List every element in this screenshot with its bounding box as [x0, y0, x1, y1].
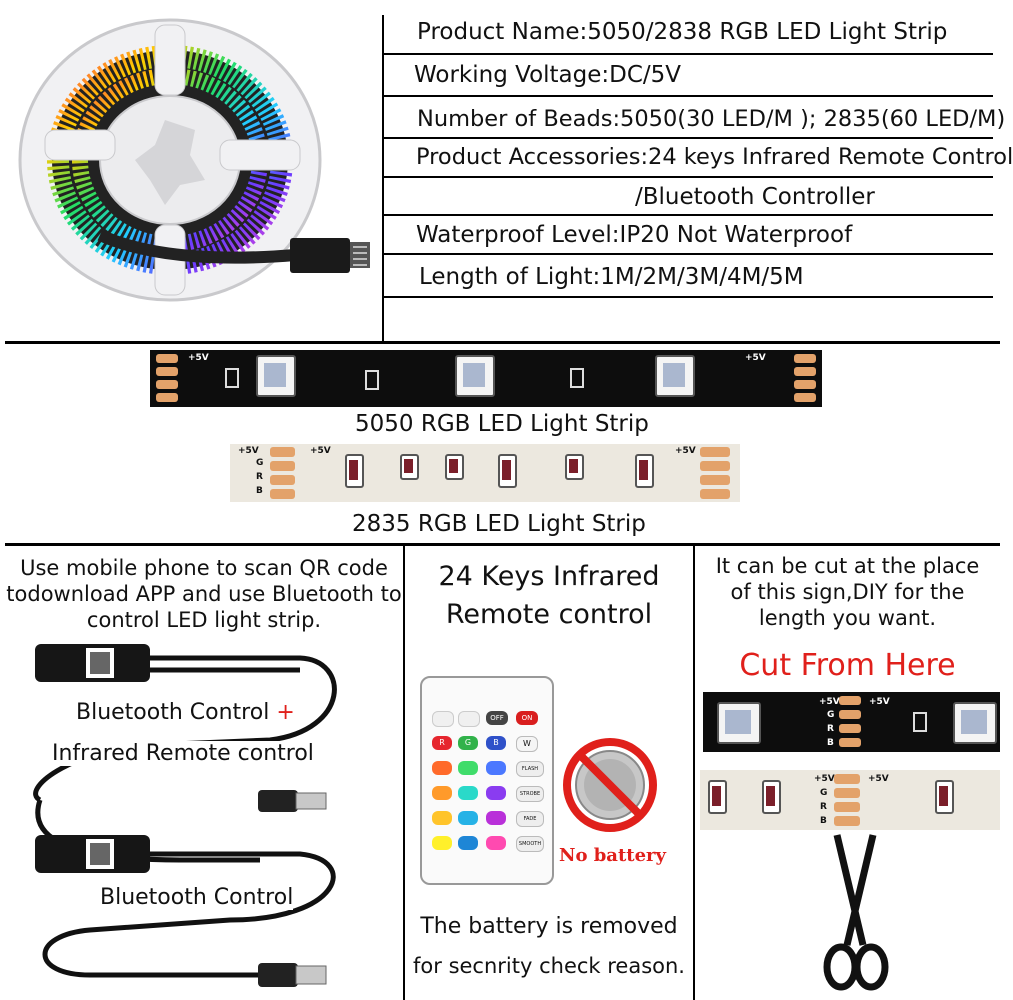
- remote-title-line2: Remote control: [445, 599, 653, 630]
- app-instructions: Use mobile phone to scan QR code todownl…: [6, 556, 402, 632]
- spec-line: [383, 137, 993, 139]
- battery-note-line1: The battery is removed: [420, 914, 678, 939]
- strip-2835-image: +5V G R B +5V +5V: [230, 444, 740, 502]
- section-divider: [5, 341, 1000, 344]
- strip-2835-label: 2835 RGB LED Light Strip: [352, 511, 646, 537]
- controller-cables-image: [33, 644, 337, 987]
- plus-sign: +: [276, 700, 295, 725]
- panel-divider: [403, 546, 405, 1000]
- label-infrared: Infrared Remote control: [52, 741, 314, 766]
- spec-voltage: Working Voltage:DC/5V: [414, 62, 682, 88]
- spec-accessories: Product Accessories:24 keys Infrared Rem…: [416, 144, 1013, 170]
- strip-5050-image: +5V +5V: [150, 350, 822, 407]
- strip-5050-label: 5050 RGB LED Light Strip: [355, 411, 649, 437]
- cut-instructions: It can be cut at the place of this sign,…: [715, 554, 980, 630]
- led-reel-image: [18, 18, 370, 302]
- remote-title-line1: 24 Keys Infrared: [438, 561, 660, 592]
- label-bluetooth-text: Bluetooth Control: [76, 700, 270, 725]
- spec-table-divider: [382, 15, 384, 341]
- spec-waterproof: Waterproof Level:IP20 Not Waterproof: [416, 222, 853, 248]
- spec-line: [383, 176, 993, 178]
- spec-line: [383, 214, 993, 216]
- section-divider: [5, 543, 1000, 546]
- spec-product-name: Product Name:5050/2838 RGB LED Light Str…: [417, 19, 948, 45]
- spec-line: [383, 95, 993, 97]
- no-battery-label: No battery: [559, 845, 666, 866]
- cut-strip-2835-image: +5V G R B +5V: [700, 770, 1000, 830]
- battery-note-line2: for secnrity check reason.: [413, 954, 685, 978]
- no-battery-icon: [563, 738, 657, 832]
- spec-line: [383, 253, 993, 255]
- remote-control-image: OFF ON R G B W FLASH STROBE FADE SMOOTH: [420, 676, 554, 885]
- cut-strip-5050-image: +5V G R B +5V: [703, 692, 1000, 752]
- spec-beads: Number of Beads:5050(30 LED/M ); 2835(60…: [417, 106, 1006, 132]
- spec-line: [383, 296, 993, 298]
- label-bluetooth: Bluetooth Control: [100, 885, 294, 910]
- label-bluetooth-ir: Bluetooth Control +: [76, 700, 295, 725]
- spec-length: Length of Light:1M/2M/3M/4M/5M: [419, 264, 804, 290]
- scissors-icon: [823, 834, 889, 991]
- spec-line: [383, 53, 993, 55]
- cut-from-here-label: Cut From Here: [739, 648, 956, 683]
- spec-accessories-cont: /Bluetooth Controller: [635, 184, 875, 210]
- panel-divider: [693, 546, 695, 1000]
